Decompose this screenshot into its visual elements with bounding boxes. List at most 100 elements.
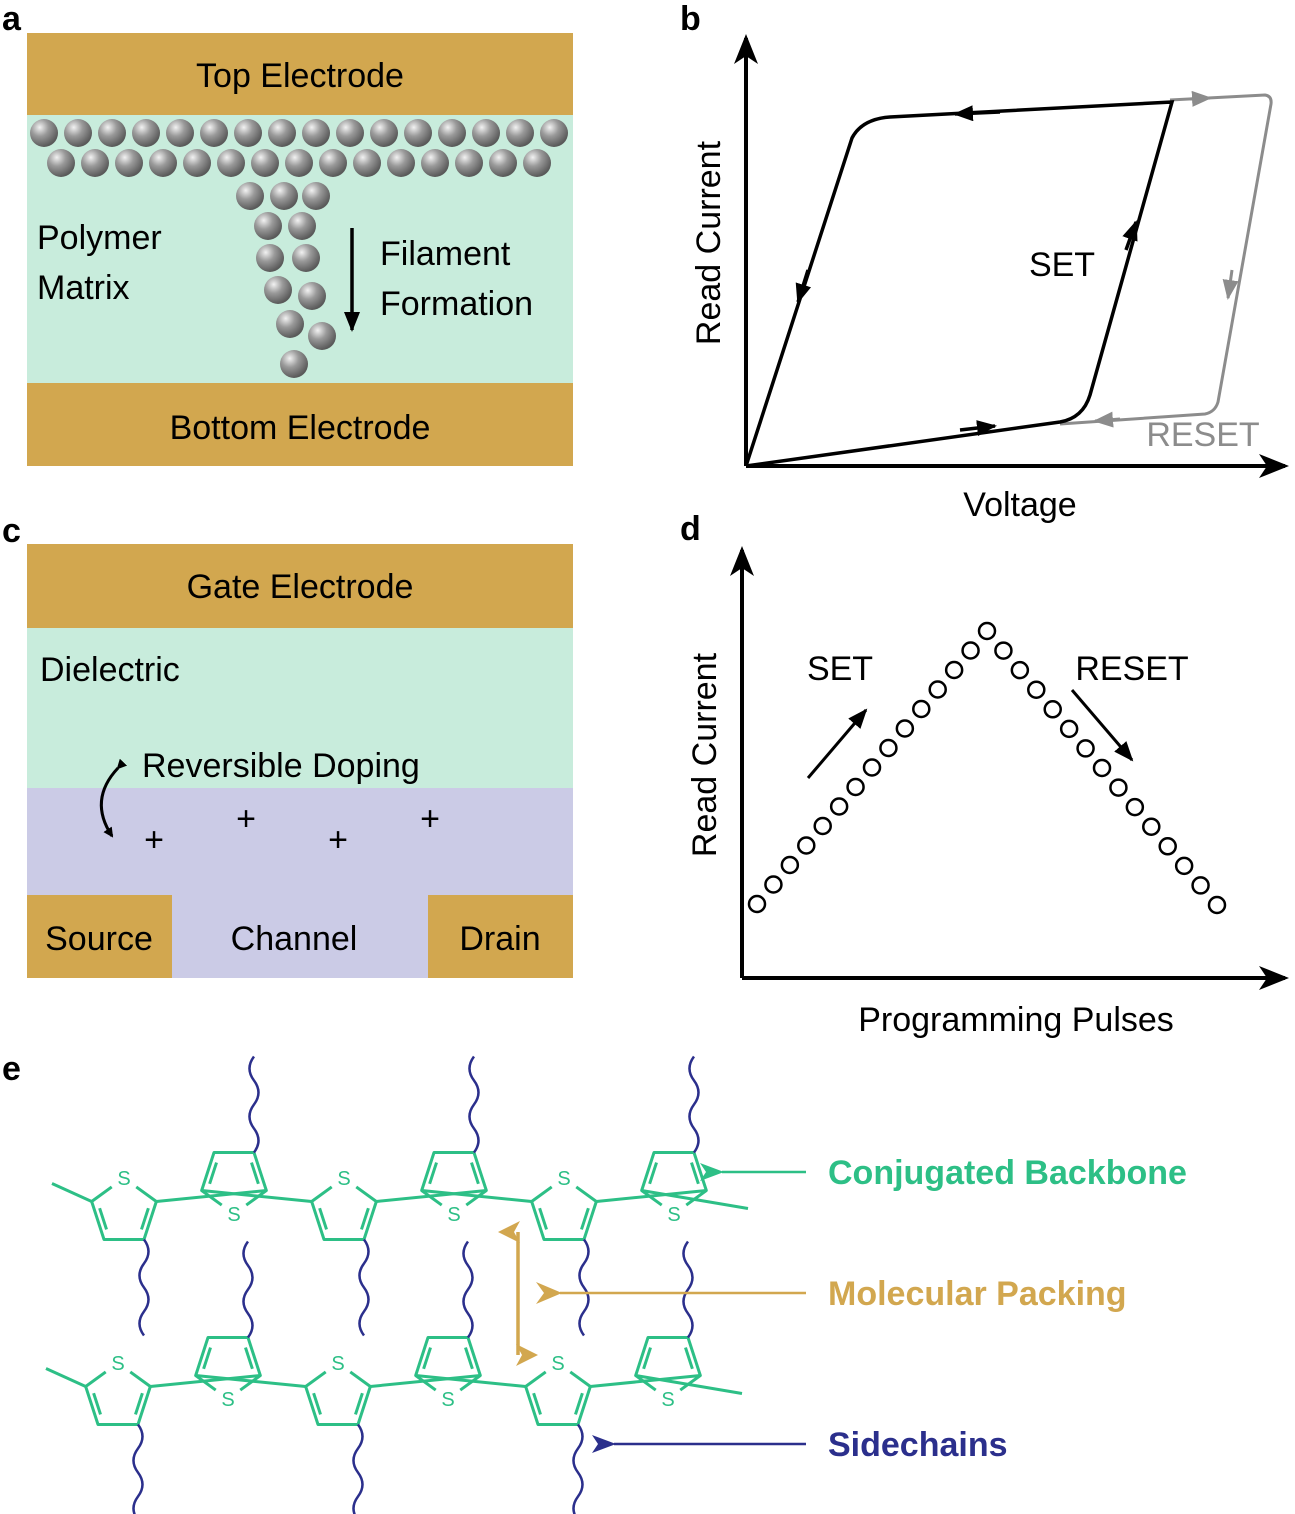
bottom-electrode: [27, 383, 573, 466]
nanoparticle: [81, 149, 109, 177]
set-pulse-point: [879, 738, 898, 758]
nanoparticle: [302, 119, 330, 147]
nanoparticle: [370, 119, 398, 147]
thiophene-ring: [200, 1150, 268, 1207]
sulfur-atom: S: [117, 1168, 130, 1190]
reset-pulse-point: [1207, 895, 1227, 915]
metal-nanoparticles: [30, 119, 568, 378]
panel-letter-d: d: [680, 510, 701, 548]
nanoparticle: [540, 119, 568, 147]
double-bond: [422, 1347, 432, 1370]
nanoparticle: [319, 149, 347, 177]
polymer-label-line1: Polymer: [37, 219, 162, 257]
nanoparticle: [234, 119, 262, 147]
inter-ring-bond: [376, 1189, 487, 1203]
sulfur-atom: S: [447, 1204, 460, 1226]
inter-ring-bond: [415, 1374, 526, 1388]
set-pulse-point: [797, 836, 816, 855]
nanoparticle: [98, 119, 126, 147]
thiophene-ring: [310, 1185, 378, 1242]
methyl-end: [641, 1189, 749, 1210]
alkyl-sidechain: [242, 1240, 254, 1339]
inter-ring-bond: [596, 1189, 707, 1203]
set-pulse-point: [862, 758, 882, 777]
plus-charge-1: +: [144, 821, 164, 859]
pulse-markers: [747, 621, 1227, 915]
filament-label-line1: Filament: [380, 235, 511, 273]
alkyl-sidechain: [688, 1055, 700, 1154]
double-bond: [538, 1207, 548, 1230]
sulfur-atom: S: [441, 1389, 454, 1411]
nanoparticle: [298, 282, 326, 310]
panel-letter-b: b: [680, 0, 701, 38]
inter-ring-bond: [590, 1374, 701, 1388]
reset-pulse-point: [1059, 719, 1079, 739]
nanoparticle: [251, 149, 279, 177]
set-label: SET: [1029, 246, 1095, 284]
double-bond: [208, 1162, 218, 1185]
nanoparticle: [200, 119, 228, 147]
double-bond: [92, 1392, 102, 1415]
thiophene-ring: [530, 1185, 598, 1242]
plus-charge-4: +: [420, 800, 440, 838]
thiophene-ring: [90, 1185, 158, 1242]
sidechain-label: Sidechains: [828, 1426, 1008, 1464]
set-pulse-point: [944, 660, 964, 680]
double-bond: [360, 1207, 370, 1230]
panel-b: b Read Current Voltage RESET SET: [680, 0, 1289, 524]
double-bond: [642, 1347, 652, 1370]
nanoparticle: [353, 149, 381, 177]
panel-d: d Read Current Programming Pulses SET RE…: [680, 510, 1289, 1039]
reset-pulse-point: [1027, 680, 1046, 699]
backbone-label: Conjugated Backbone: [828, 1154, 1187, 1192]
nanoparticle: [254, 212, 282, 240]
set-arrow-right: [1122, 220, 1138, 251]
methyl-end: [635, 1374, 743, 1395]
nanoparticle: [438, 119, 466, 147]
reset-pulse-point: [1174, 856, 1194, 876]
set-direction-arrow: [806, 708, 868, 779]
inter-ring-bond: [370, 1374, 481, 1388]
alkyl-sidechain: [352, 1423, 364, 1514]
reset-arrow-bottom: [1093, 411, 1121, 428]
plus-charge-3: +: [328, 821, 348, 859]
gate-electrode: [27, 544, 573, 628]
polymer-label-line2: Matrix: [37, 269, 130, 307]
nanoparticle: [336, 119, 364, 147]
reset-curve: [1059, 93, 1273, 426]
set-pulse-point: [813, 816, 832, 836]
nanoparticle: [30, 119, 58, 147]
alkyl-sidechain: [572, 1423, 584, 1514]
nanoparticle: [149, 149, 177, 177]
nanoparticle: [270, 182, 298, 210]
set-arrow-top: [953, 105, 1001, 122]
nanoparticle: [404, 119, 432, 147]
nanoparticle: [523, 149, 551, 177]
set-arrow-left: [795, 269, 812, 304]
top-electrode-label: Top Electrode: [196, 57, 404, 95]
set-pulse-point: [764, 875, 783, 894]
alkyl-sidechain: [578, 1238, 590, 1337]
nanoparticle: [288, 212, 316, 240]
thiophene-ring: [194, 1335, 262, 1392]
set-pulse-point: [912, 699, 931, 719]
reversible-doping-label: Reversible Doping: [142, 747, 420, 785]
channel-label: Channel: [231, 920, 358, 958]
nanoparticle: [280, 350, 308, 378]
double-bond: [428, 1162, 438, 1185]
reset-arrow-right: [1222, 269, 1239, 300]
nanoparticle: [47, 149, 75, 177]
thiophene-ring: [634, 1335, 702, 1392]
sulfur-atom: S: [551, 1353, 564, 1375]
inter-ring-bond: [421, 1189, 532, 1203]
nanoparticle: [387, 149, 415, 177]
double-bond: [532, 1392, 542, 1415]
nanoparticle: [472, 119, 500, 147]
set-pulse-point: [895, 719, 915, 738]
plus-charge-2: +: [236, 800, 256, 838]
x-axis-label: Programming Pulses: [858, 1001, 1174, 1039]
sulfur-atom: S: [337, 1168, 350, 1190]
thiophene-ring: [304, 1370, 372, 1427]
double-bond: [312, 1392, 322, 1415]
reset-direction-arrow: [1070, 689, 1134, 762]
